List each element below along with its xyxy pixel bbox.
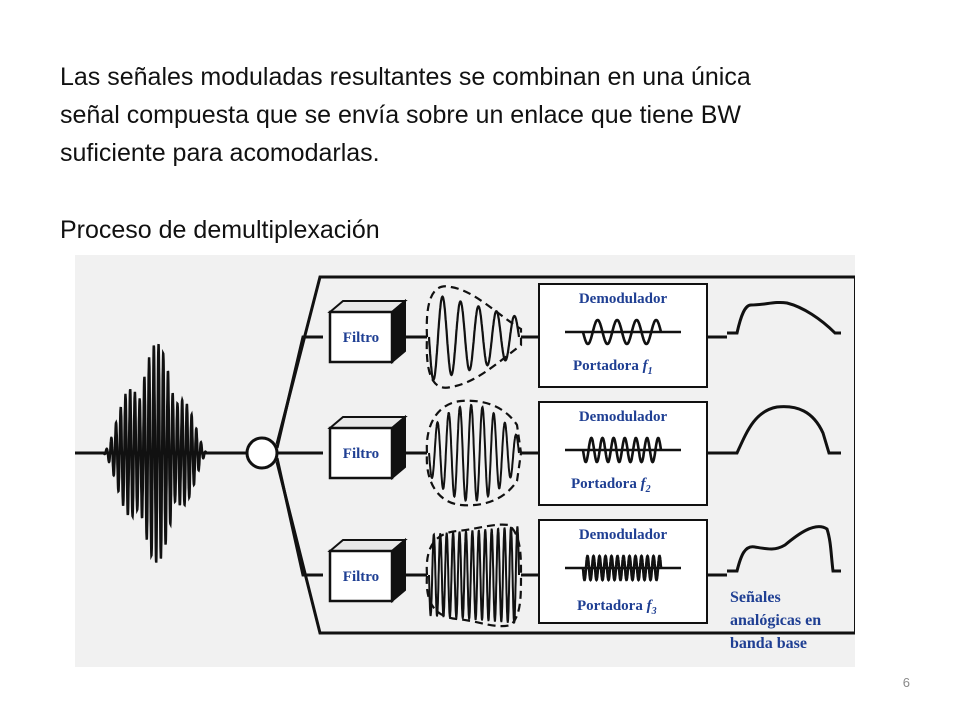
filter-box-3-front <box>328 549 394 603</box>
output-caption-line-3: banda base <box>730 635 807 652</box>
filter-label-3: Filtro <box>343 569 379 585</box>
carrier-wave-3 <box>581 554 663 582</box>
filter-box-3: Filtro <box>327 537 408 604</box>
composite-signal <box>102 343 208 563</box>
demultiplexing-figure: Filtro Filtro Filtro Demodulador Demodul… <box>75 255 855 667</box>
demodulator-label-2: Demodulador <box>579 409 668 425</box>
paragraph-line-3: suficiente para acomodarlas. <box>60 139 380 167</box>
splitter-circle <box>245 436 279 470</box>
filtered-signal-3 <box>428 526 520 624</box>
wire-to-filter-1 <box>275 335 323 449</box>
slide-number: 6 <box>902 675 910 690</box>
envelope-channel-1 <box>425 285 523 389</box>
filter-label-2: Filtro <box>343 446 379 462</box>
carrier-label-1: Portadora f1 <box>573 358 653 377</box>
carrier-label-2-text: Portadora <box>571 476 641 492</box>
baseband-output-2 <box>727 405 841 455</box>
paragraph-line-1: Las señales moduladas resultantes se com… <box>60 63 751 91</box>
demodulator-box-2 <box>538 401 708 506</box>
demodulator-label-3: Demodulador <box>579 527 668 543</box>
baseband-output-3 <box>727 525 841 573</box>
output-caption-line-2: analógicas en <box>730 612 821 629</box>
output-caption-line-1: Señales <box>730 589 781 606</box>
filter-label-1: Filtro <box>343 330 379 346</box>
carrier-label-1-subscript: 1 <box>648 366 653 377</box>
carrier-label-2: Portadora f2 <box>571 476 651 495</box>
filter-box-1-front <box>328 310 394 364</box>
carrier-wave-2 <box>581 436 663 464</box>
filter-box-1: Filtro <box>327 298 408 365</box>
filtered-signal-2 <box>428 403 520 502</box>
demodulator-box-3 <box>538 519 708 624</box>
carrier-label-3: Portadora f3 <box>577 598 657 617</box>
filter-box-2-front <box>328 426 394 480</box>
paragraph-line-2: señal compuesta que se envía sobre un en… <box>60 101 741 129</box>
section-heading: Proceso de demultiplexación <box>60 216 380 244</box>
carrier-wave-1 <box>581 318 663 346</box>
filter-box-1-side <box>391 298 406 365</box>
carrier-label-3-subscript: 3 <box>651 606 657 617</box>
envelope-channel-2 <box>425 399 523 507</box>
filtered-signal-1 <box>427 295 521 382</box>
branch-wires <box>275 335 727 577</box>
carrier-label-1-text: Portadora <box>573 358 643 374</box>
carrier-label-3-symbol: f <box>647 598 654 614</box>
filter-box-2: Filtro <box>327 414 408 481</box>
filter-box-3-side <box>391 537 406 604</box>
carrier-label-1-symbol: f <box>643 358 650 374</box>
carrier-label-2-symbol: f <box>641 476 648 492</box>
demodulator-label-1: Demodulador <box>579 291 668 307</box>
wire-to-filter-3 <box>275 457 323 577</box>
intro-paragraph: Las señales moduladas resultantes se com… <box>60 58 920 172</box>
carrier-label-2-subscript: 2 <box>645 484 651 495</box>
demultiplexing-diagram: Filtro Filtro Filtro Demodulador Demodul… <box>75 275 855 652</box>
baseband-output-1 <box>727 300 841 335</box>
carrier-label-3-text: Portadora <box>577 598 647 614</box>
filter-box-2-side <box>391 414 406 481</box>
